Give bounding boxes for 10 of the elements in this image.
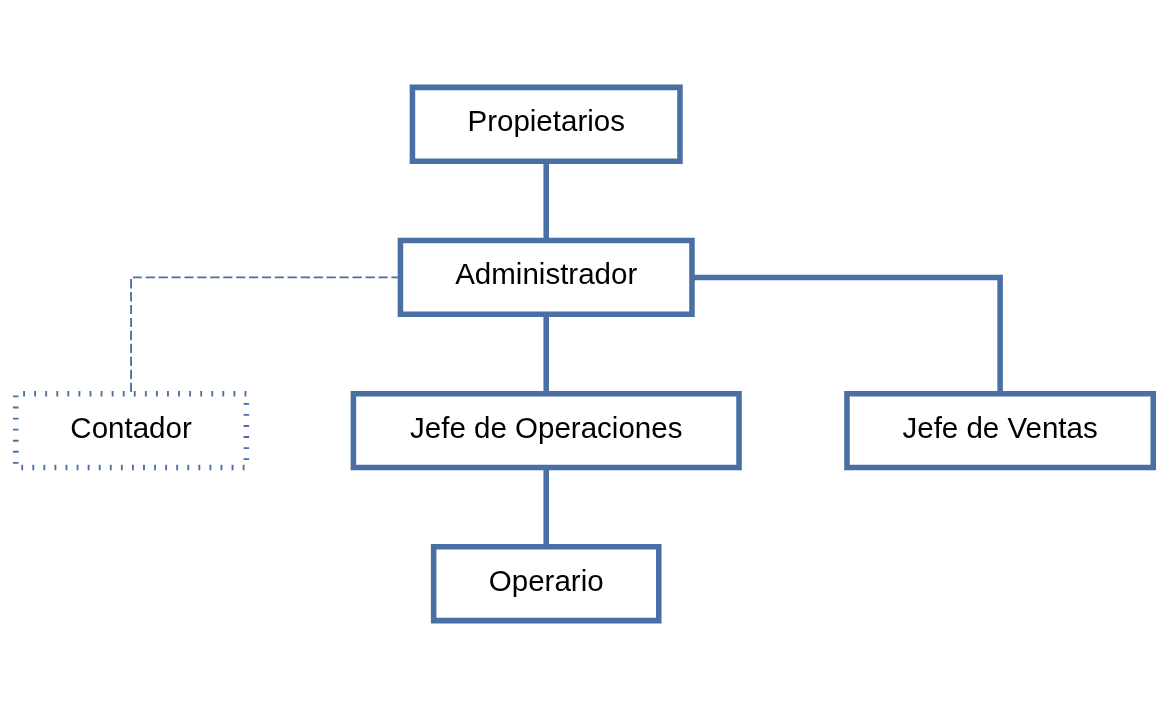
connector bbox=[543, 161, 549, 241]
connector bbox=[543, 314, 549, 394]
connector bbox=[543, 467, 549, 547]
node-box: Contador bbox=[12, 390, 250, 471]
connector bbox=[692, 274, 1003, 394]
node-box: Operario bbox=[430, 544, 662, 624]
node-box: Administrador bbox=[397, 237, 695, 318]
node-box: Jefe de Operaciones bbox=[350, 390, 742, 471]
node-box: Jefe de Ventas bbox=[844, 390, 1157, 471]
node-box: Propietarios bbox=[409, 84, 683, 164]
